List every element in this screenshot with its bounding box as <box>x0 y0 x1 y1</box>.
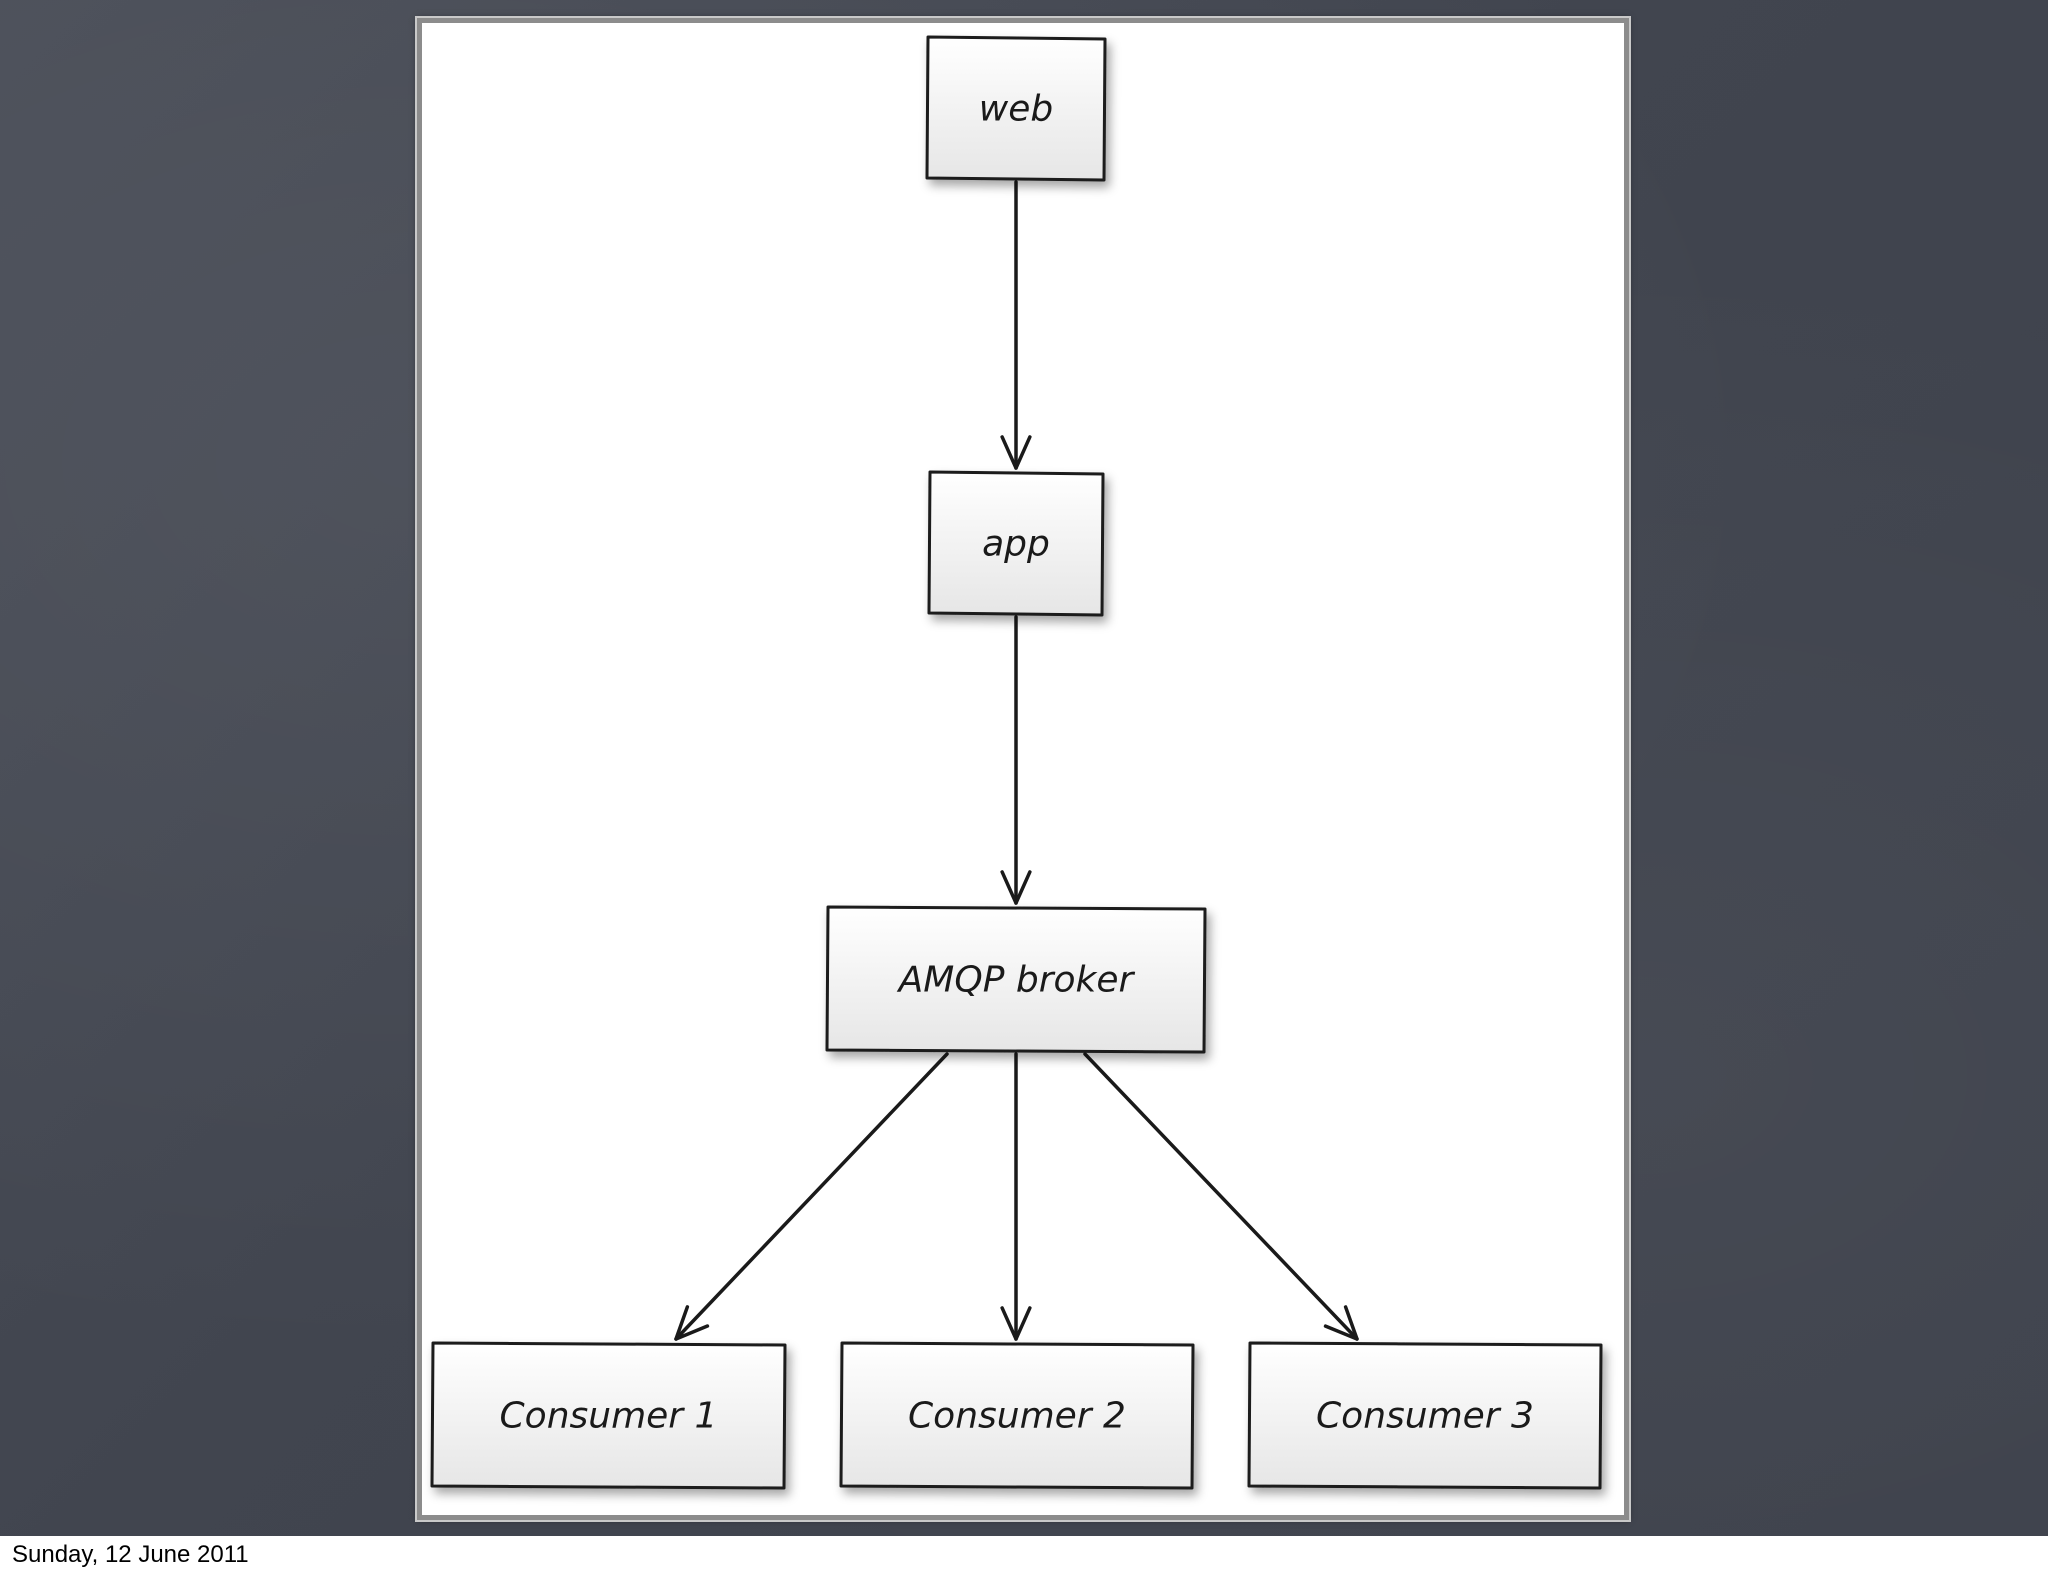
arrow-head-icon <box>1000 870 1032 905</box>
node-box <box>839 1341 1195 1490</box>
edges-layer <box>674 180 1359 1341</box>
arrow-head-icon <box>1323 1305 1359 1341</box>
node-box <box>925 35 1107 182</box>
arrow-head-icon <box>1000 435 1032 470</box>
edge-line <box>1083 1052 1359 1341</box>
node-label-broker: AMQP broker <box>897 960 1136 1001</box>
arrow-head-icon <box>674 1305 710 1341</box>
node-broker: AMQP broker <box>825 905 1207 1054</box>
edge-broker-to-consumer3 <box>1083 1052 1359 1341</box>
node-consumer2: Consumer 2 <box>839 1341 1195 1490</box>
edge-app-to-broker <box>1000 615 1032 905</box>
node-consumer1: Consumer 1 <box>430 1341 787 1490</box>
node-label-consumer3: Consumer 3 <box>1316 1396 1534 1437</box>
node-label-app: app <box>982 524 1050 565</box>
arrow-head-icon <box>1000 1306 1032 1341</box>
edge-broker-to-consumer1 <box>674 1052 949 1341</box>
node-web: web <box>925 35 1107 182</box>
edge-web-to-app <box>1000 180 1032 470</box>
node-label-consumer2: Consumer 2 <box>908 1396 1126 1437</box>
node-box <box>1247 1341 1603 1490</box>
node-box <box>927 470 1105 617</box>
node-box <box>430 1341 787 1490</box>
node-app: app <box>927 470 1105 617</box>
node-label-consumer1: Consumer 1 <box>500 1396 718 1437</box>
edge-broker-to-consumer2 <box>1000 1052 1032 1341</box>
node-box <box>825 905 1207 1054</box>
edge-line <box>674 1052 949 1341</box>
diagram-paper <box>417 18 1629 1520</box>
node-consumer3: Consumer 3 <box>1247 1341 1603 1490</box>
footer-date: Sunday, 12 June 2011 <box>12 1541 249 1568</box>
node-label-web: web <box>979 89 1053 130</box>
